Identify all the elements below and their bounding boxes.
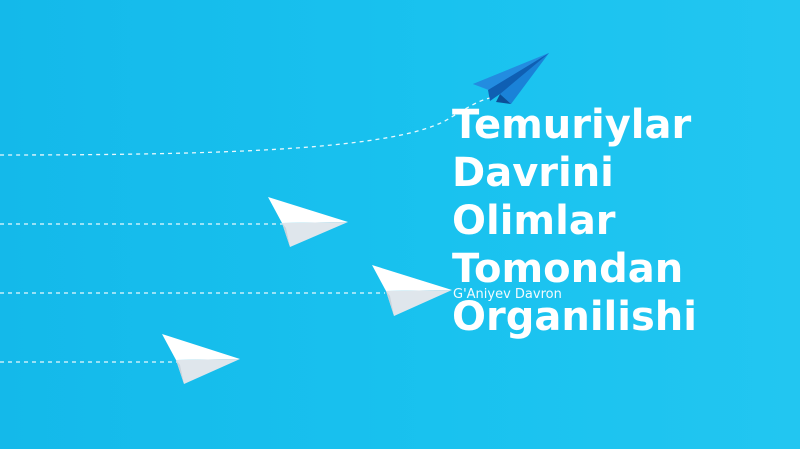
paper-plane-icon [162,334,240,384]
leader-blue-paper-plane-icon [473,53,549,104]
title-line: Temuriylar [452,102,692,148]
paper-plane-icon [268,197,348,247]
title-line: Olimlar [452,198,616,244]
title-line: Davrini [452,150,614,196]
trail-top [0,97,491,156]
paper-plane-icon [372,265,452,316]
title-line: Tomondan [452,246,684,292]
author-subtitle: G'Aniyev Davron [453,287,562,302]
slide-title: Temuriylar Davrini Olimlar Tomondan Orga… [452,101,792,341]
title-line: Organilishi [452,294,697,340]
